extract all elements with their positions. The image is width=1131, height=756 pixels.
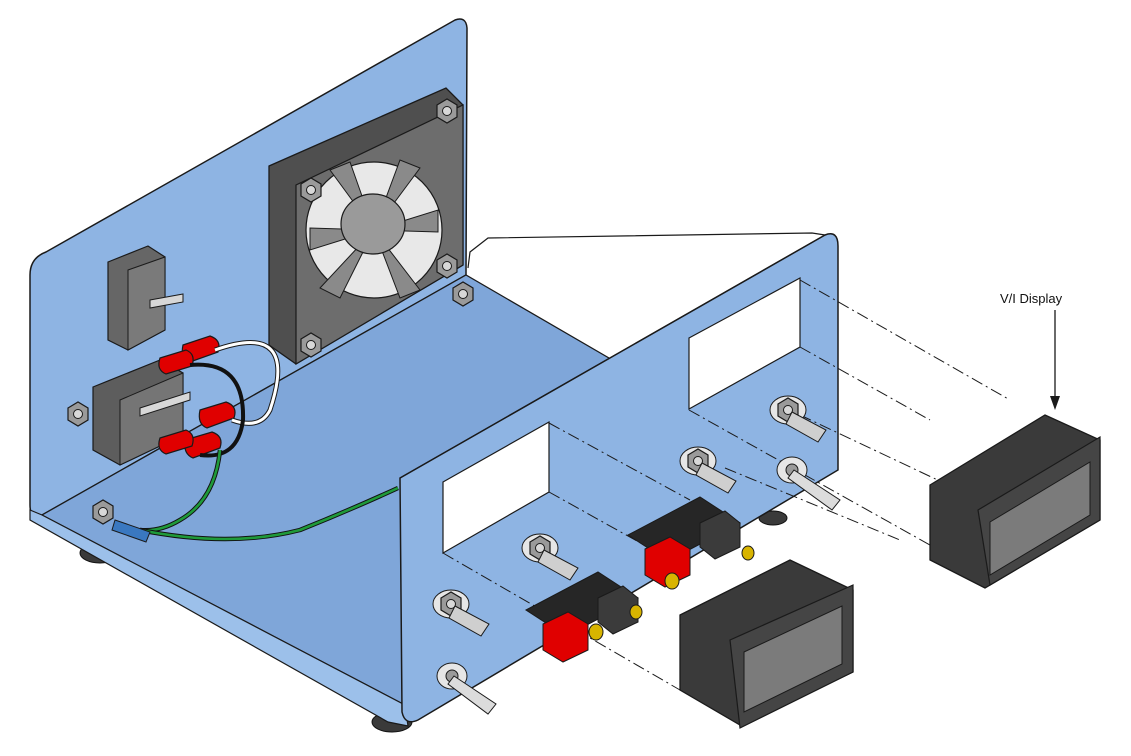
- front-panel-top-flange: [399, 232, 827, 479]
- ground-stud-nut: [452, 281, 474, 307]
- binding-posts: [525, 496, 755, 663]
- lower-panel-meter: [679, 559, 854, 729]
- toggle-switches: [436, 456, 841, 715]
- ground-lug: [92, 499, 151, 543]
- potentiometer-knobs: [432, 395, 827, 637]
- spade-connectors: [158, 335, 236, 459]
- vi-display-callout-arrow: [1050, 310, 1060, 410]
- vi-display-meter: [929, 414, 1101, 589]
- fuse-holder: [107, 245, 184, 351]
- cooling-fan: [268, 87, 464, 366]
- vi-display-label: V/I Display: [1000, 291, 1063, 306]
- left-lip: [29, 509, 409, 727]
- alignment-lines: [442, 279, 1011, 691]
- wiring: [139, 340, 399, 542]
